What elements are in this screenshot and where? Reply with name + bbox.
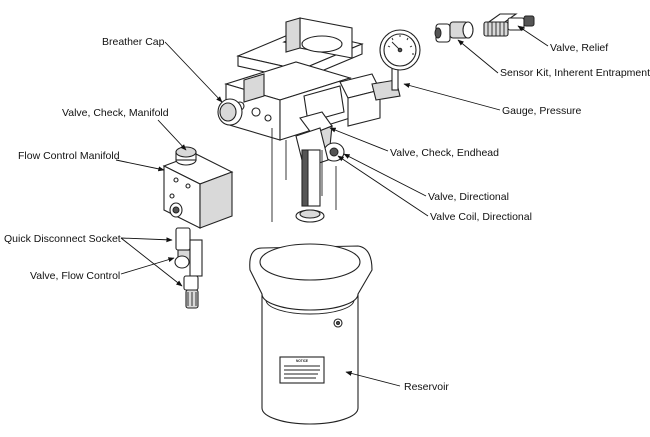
label-flow-control-manifold: Flow Control Manifold (18, 150, 120, 162)
label-sensor-kit: Sensor Kit, Inherent Entrapment (500, 67, 650, 79)
label-breather-cap: Breather Cap (102, 36, 165, 48)
label-reservoir: Reservoir (404, 381, 449, 393)
label-valve-directional: Valve, Directional (428, 191, 509, 203)
label-gauge-pressure: Gauge, Pressure (502, 105, 582, 117)
manifold-assembly (217, 17, 421, 223)
label-valve-check-manifold: Valve, Check, Manifold (62, 107, 169, 119)
leader-lines (115, 25, 549, 387)
label-valve-coil-directional: Valve Coil, Directional (430, 211, 532, 223)
label-quick-disconnect-socket: Quick Disconnect Socket (4, 233, 121, 245)
flow-control-manifold-part (162, 146, 234, 309)
label-valve-check-endhead: Valve, Check, Endhead (390, 147, 499, 159)
valve-relief-part (483, 13, 535, 37)
label-valve-relief: Valve, Relief (550, 42, 609, 54)
sensor-kit-part (434, 21, 474, 43)
label-valve-flow-control: Valve, Flow Control (30, 270, 121, 282)
reservoir-part: NOTICE (249, 243, 373, 425)
notice-plate-text: NOTICE (296, 359, 308, 363)
